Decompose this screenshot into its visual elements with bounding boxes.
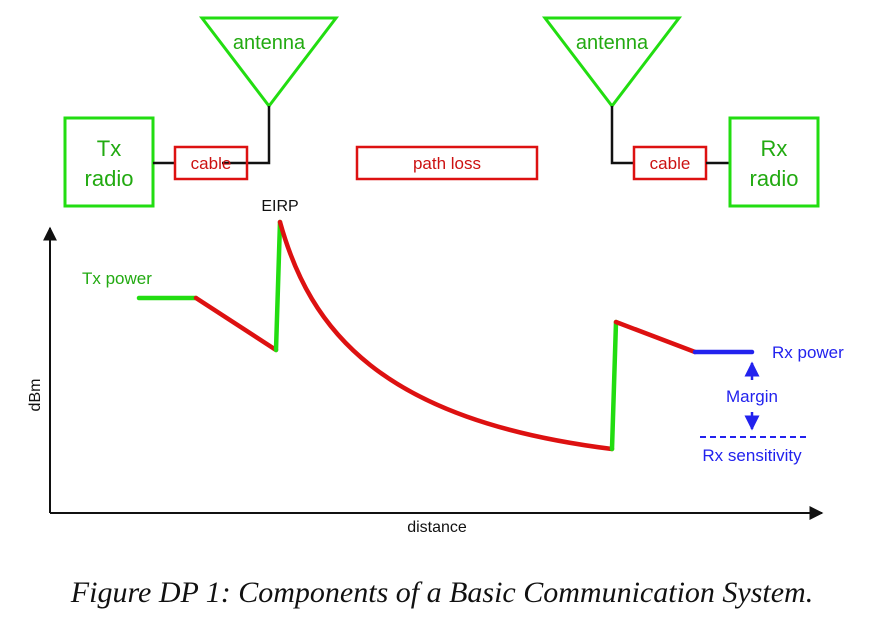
tx-cable-loss-segment xyxy=(193,295,279,353)
tx-antenna-label: antenna xyxy=(233,32,306,54)
rx-radio-label-line1: Rx xyxy=(761,136,788,161)
y-axis-label: dBm xyxy=(27,379,44,412)
tx-antenna-gain-segment xyxy=(273,219,283,353)
rx-radio: Rx radio xyxy=(728,116,820,208)
tx-antenna: antenna xyxy=(198,16,340,109)
rx-cable-label: cable xyxy=(650,154,691,173)
figure-caption: Figure DP 1: Components of a Basic Commu… xyxy=(70,576,814,609)
tx-power-label: Tx power xyxy=(82,269,152,288)
rx-antenna: antenna xyxy=(541,16,683,109)
rx-antenna-gain-segment xyxy=(609,319,619,452)
rx-cable: cable xyxy=(632,145,708,181)
eirp-label: EIRP xyxy=(261,198,298,215)
rx-radio-box xyxy=(728,116,820,208)
tx-cable-box xyxy=(173,145,249,181)
path-loss-label: path loss xyxy=(413,154,481,173)
tx-antenna-triangle xyxy=(198,16,340,109)
tx-antenna-feed-line xyxy=(222,106,271,165)
rx-power-label: Rx power xyxy=(772,343,844,362)
tx-cable: cable xyxy=(173,145,249,181)
tx-radio: Tx radio xyxy=(63,116,155,208)
rx-antenna-feed-line xyxy=(610,106,634,165)
path-loss: path loss xyxy=(355,145,539,181)
path-loss-curve xyxy=(277,219,615,452)
path-loss-box xyxy=(355,145,539,181)
rx-antenna-triangle xyxy=(541,16,683,109)
tx-radio-label-line1: Tx xyxy=(97,136,121,161)
rx-radio-label-line2: radio xyxy=(750,166,799,191)
rx-antenna-label: antenna xyxy=(576,32,649,54)
margin-label: Margin xyxy=(726,387,778,406)
tx-cable-label: cable xyxy=(191,154,232,173)
tx-radio-label-line2: radio xyxy=(85,166,134,191)
x-axis-label: distance xyxy=(407,519,467,536)
tx-radio-box xyxy=(63,116,155,208)
rx-sensitivity-label: Rx sensitivity xyxy=(702,446,802,465)
rx-cable-loss-segment xyxy=(613,319,698,355)
